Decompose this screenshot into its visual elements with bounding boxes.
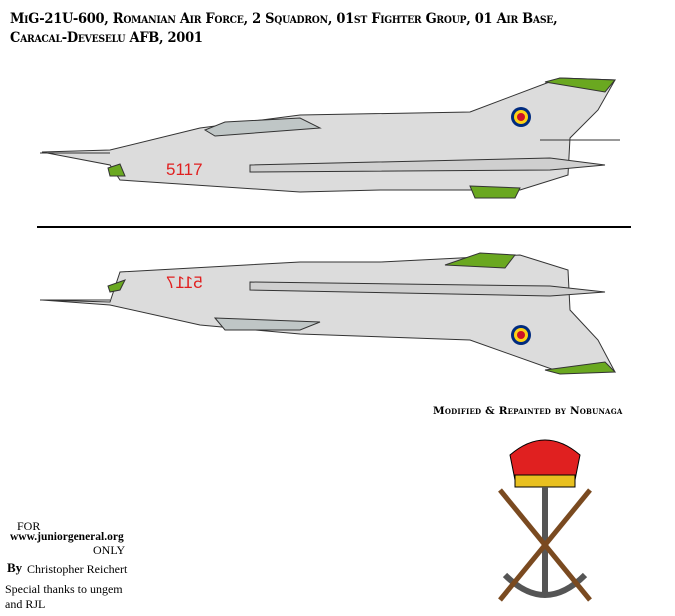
- footer-for: FOR: [17, 519, 41, 533]
- crown-anchor-emblem: [498, 439, 592, 602]
- page-title: MiG-21U-600, Romanian Air Force, 2 Squad…: [10, 10, 558, 48]
- aircraft-side-view: [40, 77, 620, 199]
- footer-thanks-1: Special thanks to ungem: [5, 582, 123, 596]
- title-line-2: Caracal-Deveselu AFB, 2001: [10, 30, 203, 46]
- repaint-credit: Modified & Repainted by Nobunaga: [433, 405, 623, 417]
- footer-author: Christopher Reichert: [27, 562, 128, 576]
- footer-only: ONLY: [93, 543, 126, 557]
- aircraft-serial-bottom: 5117: [166, 273, 203, 292]
- aircraft-serial-top: 5117: [166, 160, 203, 179]
- title-line-1: MiG-21U-600, Romanian Air Force, 2 Squad…: [10, 11, 558, 27]
- footer-site: www.juniorgeneral.org: [10, 531, 124, 543]
- footer-by: By: [7, 560, 23, 575]
- aircraft-side-view-mirrored: [40, 252, 617, 375]
- footer-thanks-2: and RJL: [5, 597, 46, 611]
